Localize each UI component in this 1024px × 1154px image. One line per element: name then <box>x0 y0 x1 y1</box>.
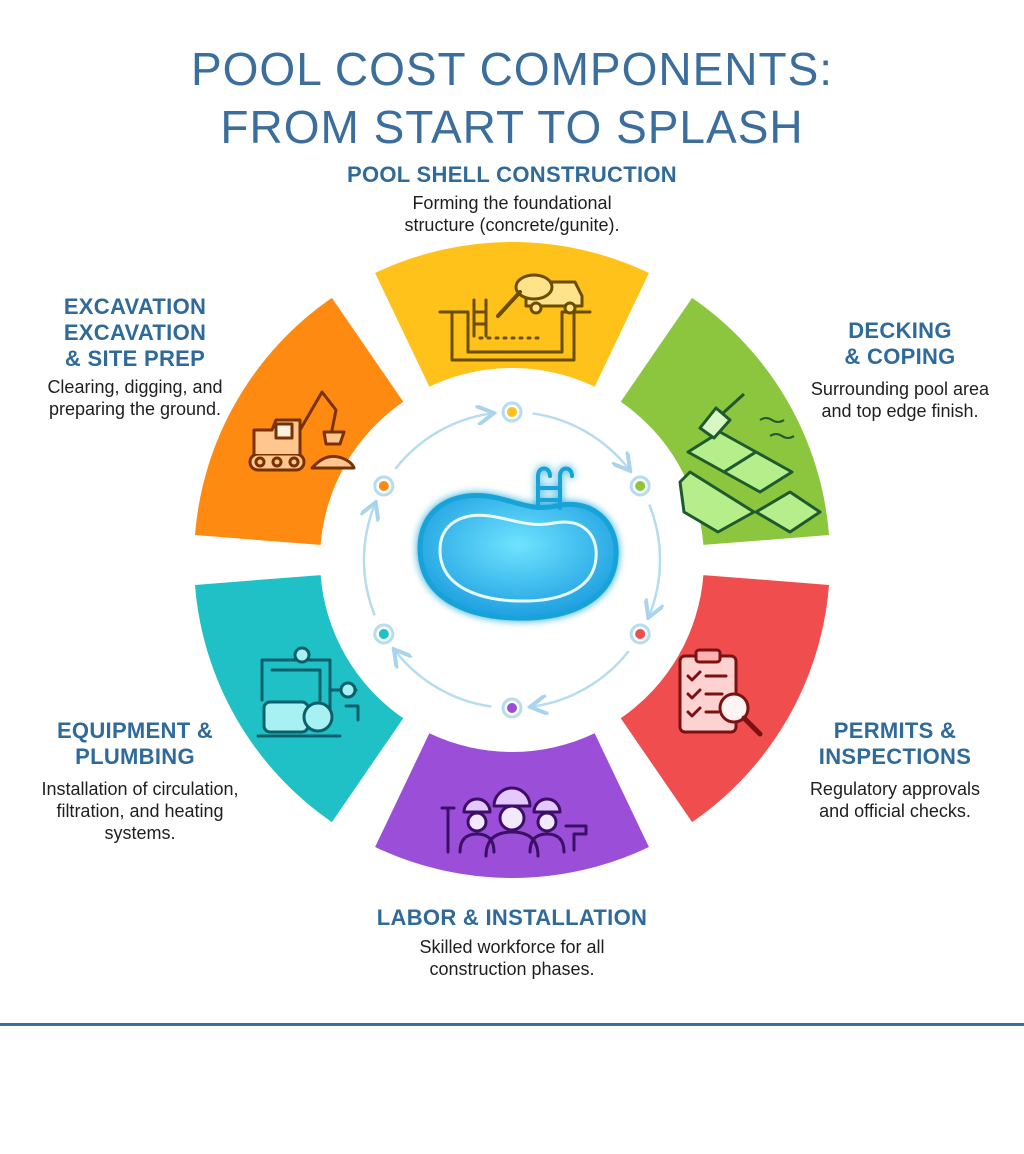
segment-equipment <box>194 575 404 823</box>
title-line-2: FROM START TO SPLASH <box>220 101 804 153</box>
cycle-dot-core-shell <box>507 407 517 417</box>
pump-pipes-icon <box>256 646 360 738</box>
cycle-arrow <box>533 650 630 706</box>
cycle-arrow <box>364 505 375 616</box>
workers-icon <box>440 786 588 858</box>
page-title: POOL COST COMPONENTS: FROM START TO SPLA… <box>0 40 1024 156</box>
segment-shell <box>375 242 649 387</box>
cycle-arrow <box>395 651 492 708</box>
cycle-dot-core-equipment <box>378 629 389 639</box>
permits-heading: PERMITS & INSPECTIONS <box>818 718 972 769</box>
cycle-dots <box>373 401 651 719</box>
clipboard-magnifier-icon <box>678 648 763 737</box>
decking-heading: DECKING & COPING <box>844 318 956 369</box>
excavation-heading: EXCAVATION EXCAVATION & SITE PREP <box>63 294 207 371</box>
cycle-dot-core-permits <box>635 629 646 639</box>
concrete-mixer-truck-icon <box>438 273 592 362</box>
cycle-dot-core-decking <box>635 481 646 491</box>
title-line-1: POOL COST COMPONENTS: <box>190 43 834 95</box>
bottom-divider <box>0 1023 1024 1026</box>
cycle-arrows <box>364 413 660 706</box>
cycle-arrow <box>532 412 629 468</box>
equipment-heading: EQUIPMENT & PLUMBING <box>56 718 214 769</box>
cycle-dot-core-excavation <box>378 481 389 491</box>
excavator-icon <box>248 390 356 472</box>
cycle-arrow <box>649 504 660 616</box>
decking-description: Surrounding pool area and top edge finis… <box>810 379 990 421</box>
cycle-arrow <box>394 413 491 470</box>
shell-description: Forming the foundational structure (conc… <box>404 193 620 235</box>
trowel-paving-icon <box>678 392 822 534</box>
cycle-dot-core-labor <box>507 703 517 713</box>
labor-description: Skilled workforce for all construction p… <box>419 937 605 979</box>
pool-icon <box>417 466 619 621</box>
labor-heading: LABOR & INSTALLATION <box>376 905 648 930</box>
excavation-description: Clearing, digging, and preparing the gro… <box>47 377 223 419</box>
equipment-description: Installation of circulation, filtration,… <box>41 779 239 843</box>
shell-heading: POOL SHELL CONSTRUCTION <box>347 162 677 187</box>
permits-description: Regulatory approvals and official checks… <box>809 779 981 821</box>
